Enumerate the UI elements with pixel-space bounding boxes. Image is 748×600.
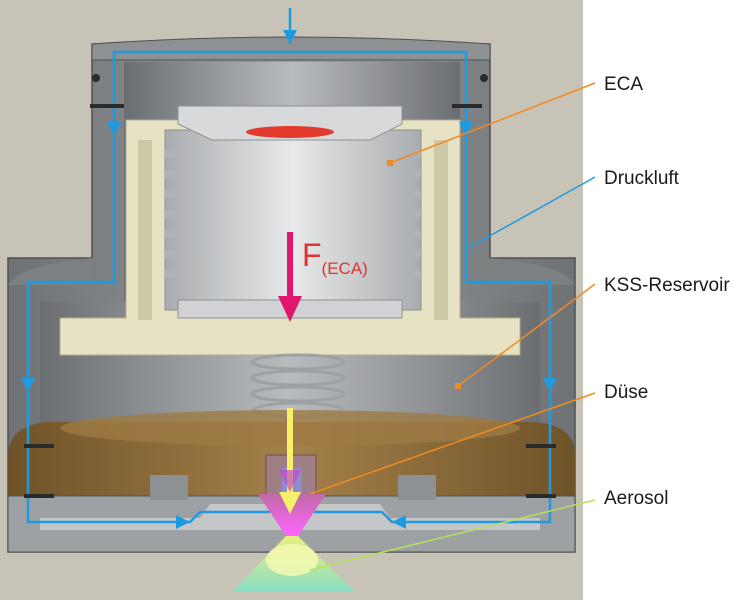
force-symbol: F <box>302 237 322 273</box>
top-cap <box>91 36 491 61</box>
right-boss <box>398 475 436 500</box>
eca-top-disc <box>177 105 403 141</box>
eca-corrugations <box>165 150 421 278</box>
leader-lines <box>309 82 596 571</box>
label-kss-reservoir: KSS-Reservoir <box>604 275 730 296</box>
label-aerosol: Aerosol <box>604 488 668 509</box>
eca-red-seal <box>246 126 334 138</box>
nozzle-cone <box>258 494 326 536</box>
nozzle-arrows <box>279 408 301 514</box>
leader-dots <box>387 160 461 389</box>
force-subscript: (ECA) <box>322 259 368 278</box>
airflow-arrows <box>21 30 557 529</box>
force-label: F(ECA) <box>302 237 368 278</box>
insert-ribs <box>138 140 448 320</box>
left-boss <box>150 475 188 500</box>
label-druckluft: Druckluft <box>604 168 680 189</box>
spring <box>250 353 346 419</box>
label-eca: ECA <box>604 74 643 95</box>
aerosol-core <box>266 544 318 576</box>
label-duese: Düse <box>604 382 648 403</box>
force-arrow <box>278 232 302 322</box>
o-rings <box>24 74 556 498</box>
